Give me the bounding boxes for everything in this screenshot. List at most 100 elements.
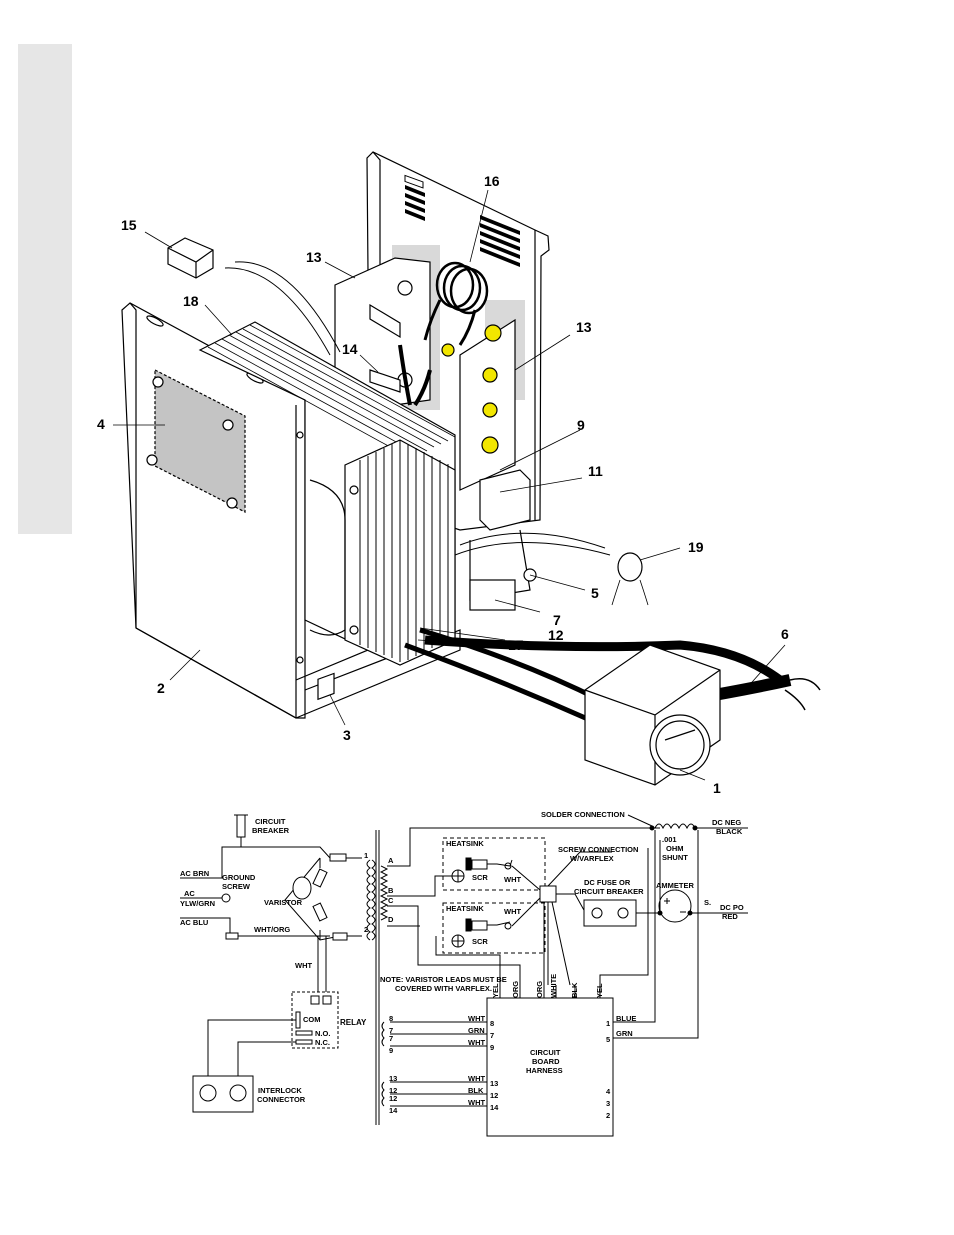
shunt-label-1: .001 bbox=[662, 835, 677, 844]
callout-13-left: 13 bbox=[306, 249, 322, 265]
wht-scr-1: WHT bbox=[504, 875, 521, 884]
tap-d: D bbox=[388, 915, 394, 924]
top-wire-yel: YEL bbox=[491, 983, 500, 998]
tap-2: 2 bbox=[364, 925, 368, 934]
tap-b: B bbox=[388, 886, 394, 895]
right-pin-3: 3 bbox=[606, 1099, 610, 1108]
left-wire-wht-2: WHT bbox=[468, 1038, 485, 1047]
top-wire-white: WHITE bbox=[549, 974, 558, 998]
ground-screw-label-2: SCREW bbox=[222, 882, 251, 891]
circuit-breaker-label-2: BREAKER bbox=[252, 826, 290, 835]
side-tab bbox=[18, 44, 72, 534]
callout-18: 18 bbox=[183, 293, 199, 309]
top-wire-org-2: ORG bbox=[535, 981, 544, 998]
left-num-7a: 7 bbox=[389, 1026, 393, 1035]
interlock-label-1: INTERLOCK bbox=[258, 1086, 302, 1095]
callout-12: 12 bbox=[548, 627, 564, 643]
callout-19: 19 bbox=[688, 539, 704, 555]
callout-17: 17 bbox=[508, 637, 524, 653]
callout-15: 15 bbox=[121, 217, 137, 233]
heatsink-1-label: HEATSINK bbox=[446, 839, 484, 848]
left-num-12b: 12 bbox=[389, 1094, 397, 1103]
relay-com: COM bbox=[303, 1015, 321, 1024]
board-label-1: CIRCUIT bbox=[530, 1048, 561, 1057]
left-num-13: 13 bbox=[389, 1074, 397, 1083]
note-line-2: COVERED WITH VARFLEX. bbox=[395, 984, 492, 993]
callout-3: 3 bbox=[343, 727, 351, 743]
right-pin-4: 4 bbox=[606, 1087, 611, 1096]
callout-5: 5 bbox=[591, 585, 599, 601]
dc-pos-s: S. bbox=[704, 898, 711, 907]
left-pin-12: 12 bbox=[490, 1091, 498, 1100]
left-wire-grn: GRN bbox=[468, 1026, 485, 1035]
top-wire-org-1: ORG bbox=[511, 981, 520, 998]
left-pin-8: 8 bbox=[490, 1019, 494, 1028]
callout-6: 6 bbox=[781, 626, 789, 642]
note-line-1: NOTE: VARISTOR LEADS MUST BE bbox=[380, 975, 507, 984]
left-wire-blk: BLK bbox=[468, 1086, 484, 1095]
callout-4: 4 bbox=[97, 416, 105, 432]
tap-a: A bbox=[388, 856, 394, 865]
heatsink-2-label: HEATSINK bbox=[446, 904, 484, 913]
circuit-breaker-label-1: CIRCUIT bbox=[255, 817, 286, 826]
left-pin-13: 13 bbox=[490, 1079, 498, 1088]
callout-11: 11 bbox=[588, 463, 603, 479]
callout-16: 16 bbox=[484, 173, 500, 189]
right-wire-blue: BLUE bbox=[616, 1014, 636, 1023]
relay-label: RELAY bbox=[340, 1018, 367, 1027]
dc-fuse-label-2: CIRCUIT BREAKER bbox=[574, 887, 644, 896]
ground-screw-label-1: GROUND bbox=[222, 873, 256, 882]
left-num-12a: 12 bbox=[389, 1086, 397, 1095]
left-num-9: 9 bbox=[389, 1046, 393, 1055]
ammeter-label: AMMETER bbox=[656, 881, 694, 890]
callout-9: 9 bbox=[577, 417, 585, 433]
left-pin-14: 14 bbox=[490, 1103, 499, 1112]
dc-pos-label: DC PO bbox=[720, 903, 744, 912]
shunt-label-2: OHM bbox=[666, 844, 684, 853]
solder-connection-label: SOLDER CONNECTION bbox=[541, 810, 625, 819]
left-wire-wht-4: WHT bbox=[468, 1098, 485, 1107]
callout-1: 1 bbox=[713, 780, 721, 796]
right-pin-2: 2 bbox=[606, 1111, 610, 1120]
dc-neg-black-label: BLACK bbox=[716, 827, 743, 836]
right-pin-1: 1 bbox=[606, 1019, 610, 1028]
varistor-label: VARISTOR bbox=[264, 898, 303, 907]
left-pin-9: 9 bbox=[490, 1043, 494, 1052]
left-wire-wht-1: WHT bbox=[468, 1014, 485, 1023]
dc-pos-red: RED bbox=[722, 912, 738, 921]
dc-neg-label: DC NEG bbox=[712, 818, 741, 827]
callout-13-right: 13 bbox=[576, 319, 592, 335]
wht-scr-2: WHT bbox=[504, 907, 521, 916]
callout-7: 7 bbox=[553, 612, 561, 628]
wht-relay-label: WHT bbox=[295, 961, 312, 970]
relay-nc: N.C. bbox=[315, 1038, 330, 1047]
left-wire-wht-3: WHT bbox=[468, 1074, 485, 1083]
scr-1-label: SCR bbox=[472, 873, 488, 882]
screw-connection-label-1: SCREW CONNECTION bbox=[558, 845, 638, 854]
ac-label: AC bbox=[184, 889, 195, 898]
screw-connection-label-2: W/VARFLEX bbox=[570, 854, 614, 863]
callout-2: 2 bbox=[157, 680, 165, 696]
tap-1: 1 bbox=[364, 851, 368, 860]
board-label-3: HARNESS bbox=[526, 1066, 563, 1075]
left-num-7b: 7 bbox=[389, 1034, 393, 1043]
ac-brn-label: AC BRN bbox=[180, 869, 209, 878]
wiring-schematic: CIRCUIT BREAKER AC BRN GROUND SCREW AC Y… bbox=[180, 810, 748, 1137]
board-label-2: BOARD bbox=[532, 1057, 560, 1066]
right-wire-grn: GRN bbox=[616, 1029, 633, 1038]
dc-fuse-label-1: DC FUSE OR bbox=[584, 878, 631, 887]
interlock-label-2: CONNECTOR bbox=[257, 1095, 306, 1104]
ac-blu-label: AC BLU bbox=[180, 918, 208, 927]
tap-c: C bbox=[388, 896, 394, 905]
right-pin-5: 5 bbox=[606, 1035, 610, 1044]
scr-2-label: SCR bbox=[472, 937, 488, 946]
top-wire-blk: BLK bbox=[570, 982, 579, 998]
top-wire-yel-2: YEL bbox=[595, 983, 604, 998]
left-pin-7: 7 bbox=[490, 1031, 494, 1040]
callout-14: 14 bbox=[342, 341, 358, 357]
wht-org-label: WHT/ORG bbox=[254, 925, 290, 934]
left-num-14: 14 bbox=[389, 1106, 398, 1115]
exploded-view: 15 18 13 16 14 13 4 9 11 19 5 7 12 17 6 … bbox=[97, 151, 821, 796]
ylw-grn-label: YLW/GRN bbox=[180, 899, 215, 908]
